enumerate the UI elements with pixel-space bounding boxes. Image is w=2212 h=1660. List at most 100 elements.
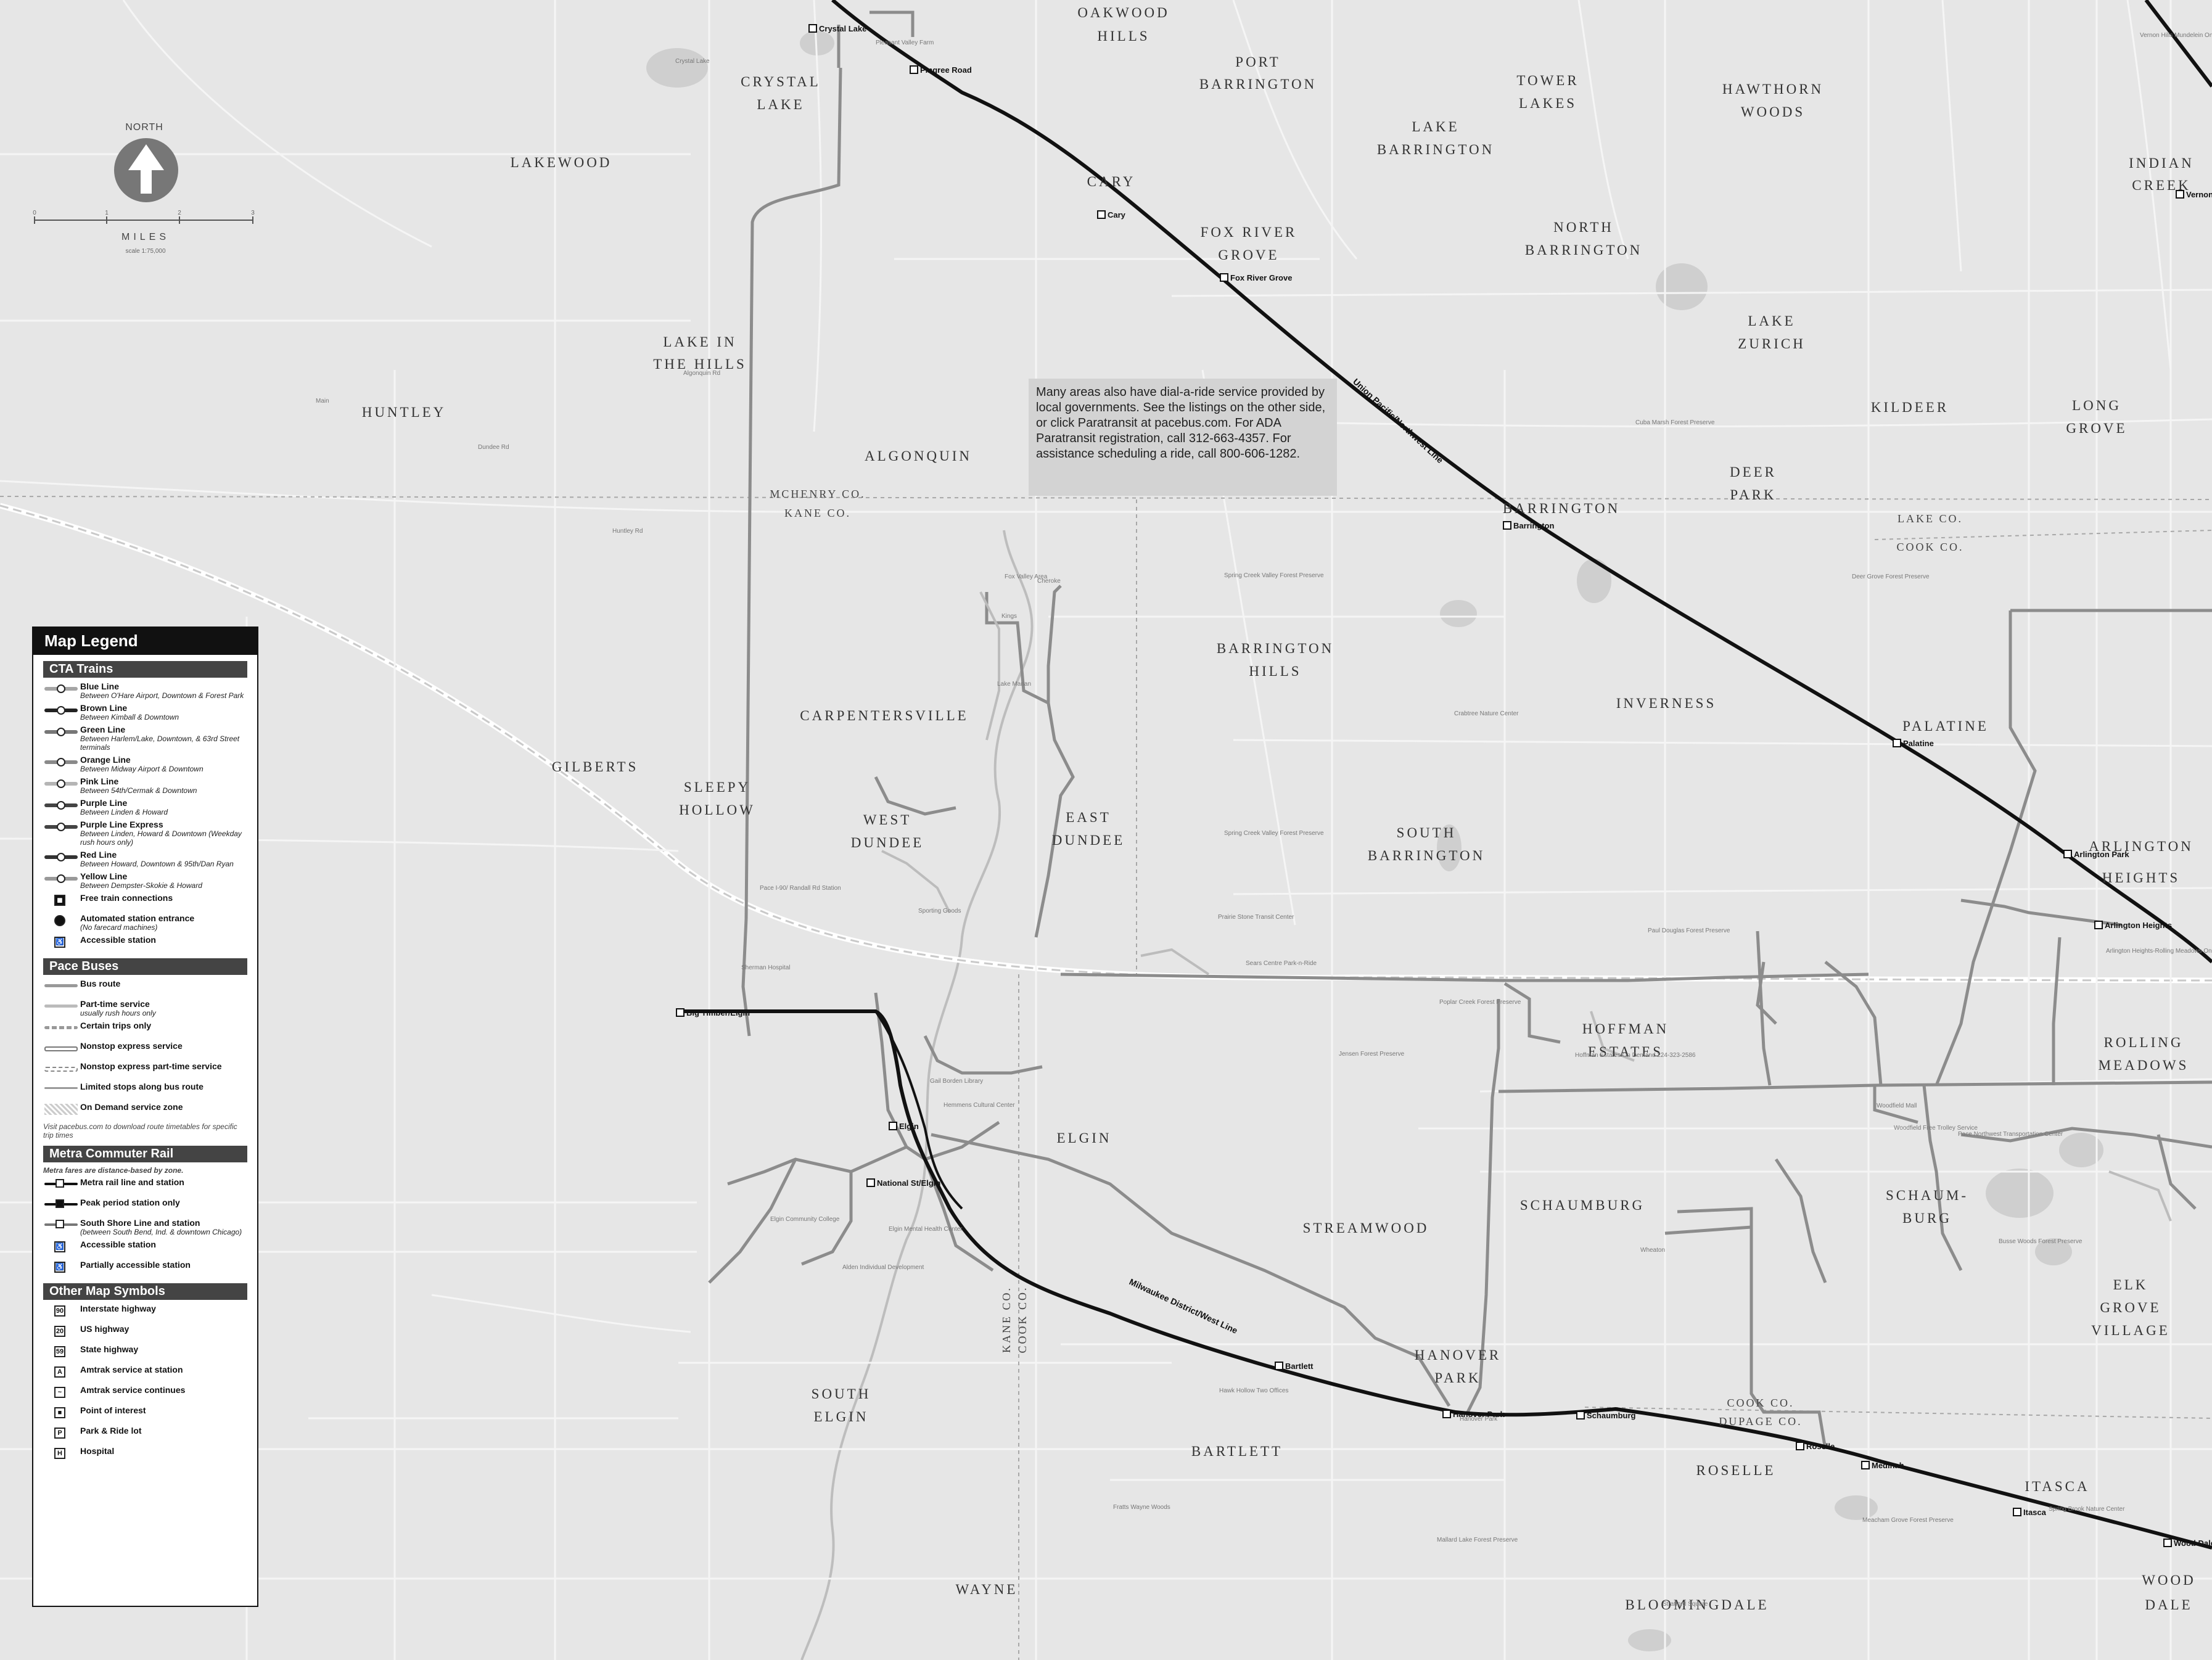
- legend-item-desc: Between Linden & Howard: [80, 808, 168, 816]
- landmark-label: Hawk Hollow Two Offices: [1219, 1387, 1288, 1394]
- pace-bus-routes: [708, 10, 2212, 1450]
- place-label: HILLS: [1097, 28, 1149, 44]
- county-label: KANE CO.: [784, 507, 851, 519]
- legend-item-desc: usually rush hours only: [80, 1009, 156, 1017]
- metra-station[interactable]: Big Timber/Elgin: [676, 1008, 750, 1017]
- legend-item: Nonstop express part-time service: [43, 1061, 251, 1079]
- place-label: BARRINGTON: [1377, 142, 1494, 157]
- metra-station[interactable]: Fox River Grove: [1220, 273, 1292, 282]
- metra-station[interactable]: Arlington Heights: [2094, 921, 2172, 930]
- legend-symbol-icon: ■: [43, 1405, 80, 1420]
- scale-bar: 0 1 2 3 MILES scale 1:75,000: [33, 210, 255, 255]
- landmark-label: Spring Creek Valley Forest Preserve: [1224, 830, 1324, 837]
- metra-station[interactable]: National St/Elgin: [866, 1178, 940, 1188]
- legend-item: On Demand service zone: [43, 1102, 251, 1119]
- station-label: Itasca: [2023, 1508, 2047, 1517]
- place-label: CRYSTAL: [741, 74, 821, 89]
- legend-symbol-icon: P: [43, 1426, 80, 1440]
- place-label: ELGIN: [1057, 1130, 1112, 1146]
- place-label: HOFFMAN: [1582, 1021, 1669, 1037]
- county-label: DUPAGE CO.: [1719, 1415, 1802, 1428]
- legend-item-label: Limited stops along bus route: [80, 1082, 204, 1091]
- metra-station[interactable]: Arlington Park: [2063, 850, 2129, 859]
- legend-item-label: Partially accessible station: [80, 1260, 191, 1270]
- station-marker-icon: [910, 65, 918, 74]
- legend-item-desc: Between Linden, Howard & Downtown (Weekd…: [80, 829, 242, 847]
- legend-item-desc: (between South Bend, Ind. & downtown Chi…: [80, 1228, 242, 1236]
- metra-station[interactable]: Cary: [1097, 210, 1126, 220]
- legend-item-desc: Between Harlem/Lake, Downtown, & 63rd St…: [80, 734, 240, 752]
- legend-symbol-icon: 90: [43, 1304, 80, 1318]
- metra-station[interactable]: Medinah: [1861, 1461, 1904, 1470]
- station-label: Roselle: [1806, 1442, 1835, 1451]
- metra-station[interactable]: Schaumburg: [1576, 1411, 1636, 1420]
- metra-station[interactable]: Barrington: [1503, 521, 1555, 530]
- legend-item: Limited stops along bus route: [43, 1082, 251, 1099]
- legend-symbol-icon: A: [43, 1365, 80, 1379]
- legend-symbol-icon: 20: [43, 1324, 80, 1339]
- legend-symbol-icon: [43, 798, 80, 813]
- scale-tick-2: 2: [178, 210, 181, 216]
- legend-item-label: Green Line: [80, 725, 126, 734]
- county-label: MCHENRY CO.: [770, 488, 865, 500]
- north-arrow: NORTH: [114, 122, 178, 202]
- legend-symbol-icon: [43, 703, 80, 718]
- place-label: INDIAN: [2129, 155, 2194, 171]
- station-marker-icon: [1893, 739, 1901, 747]
- metra-station[interactable]: Roselle: [1796, 1442, 1835, 1451]
- legend-symbol-icon: H: [43, 1446, 80, 1461]
- legend-pace-heading: Pace Buses: [43, 958, 247, 975]
- landmark-label: Dundee Rd: [478, 444, 509, 451]
- landmark-label: Huntley Rd: [612, 528, 643, 535]
- metra-station[interactable]: Pingree Road: [910, 65, 972, 75]
- station-marker-icon: [808, 24, 817, 33]
- landmark-label: Hanover Park: [1460, 1416, 1498, 1423]
- legend-title: Map Legend: [33, 628, 257, 655]
- metra-station[interactable]: Bartlett: [1275, 1362, 1314, 1371]
- metra-station[interactable]: Palatine: [1893, 739, 1934, 748]
- station-marker-icon: [1503, 521, 1511, 530]
- place-label: DUNDEE: [851, 835, 924, 850]
- place-label: WAYNE: [956, 1582, 1018, 1597]
- legend-item-label: South Shore Line and station: [80, 1218, 200, 1228]
- landmark-label: Elgin Mental Health Center: [889, 1226, 963, 1233]
- metra-station[interactable]: Itasca: [2013, 1508, 2047, 1517]
- metra-station[interactable]: Hanover Park: [1442, 1410, 1505, 1419]
- legend-item-label: State highway: [80, 1344, 139, 1354]
- legend-cta-heading: CTA Trains: [43, 661, 247, 678]
- legend-item-label: Bus route: [80, 979, 121, 988]
- metra-station[interactable]: Vernon: [2176, 190, 2212, 199]
- metra-station[interactable]: Crystal Lake: [808, 24, 866, 33]
- place-label: PARK: [1730, 487, 1776, 503]
- place-label: BURG: [1902, 1210, 1952, 1226]
- legend-pace-note: Visit pacebus.com to download route time…: [43, 1122, 237, 1140]
- place-label: KILDEER: [1871, 400, 1949, 415]
- legend-item-label: Metra rail line and station: [80, 1177, 184, 1187]
- landmark-label: Algonquin Rd: [683, 370, 720, 377]
- place-label: BARRINGTON: [1368, 848, 1485, 863]
- landmark-label: Deer Grove Forest Preserve: [1852, 573, 1930, 580]
- station-label: Vernon: [2186, 190, 2212, 199]
- landmark-label: Hoffman Estates On Demand 224-323-2586: [1575, 1052, 1696, 1059]
- landmark-label: Sporting Goods: [918, 908, 961, 914]
- legend-item-label: Park & Ride lot: [80, 1426, 142, 1436]
- landmark-label: Main: [316, 398, 329, 405]
- station-marker-icon: [1220, 273, 1228, 282]
- legend-symbol-icon: [43, 1061, 80, 1076]
- metra-station[interactable]: Elgin: [889, 1122, 919, 1131]
- legend-symbol-icon: [43, 1102, 80, 1117]
- metra-station[interactable]: Wood Dale: [2163, 1539, 2212, 1548]
